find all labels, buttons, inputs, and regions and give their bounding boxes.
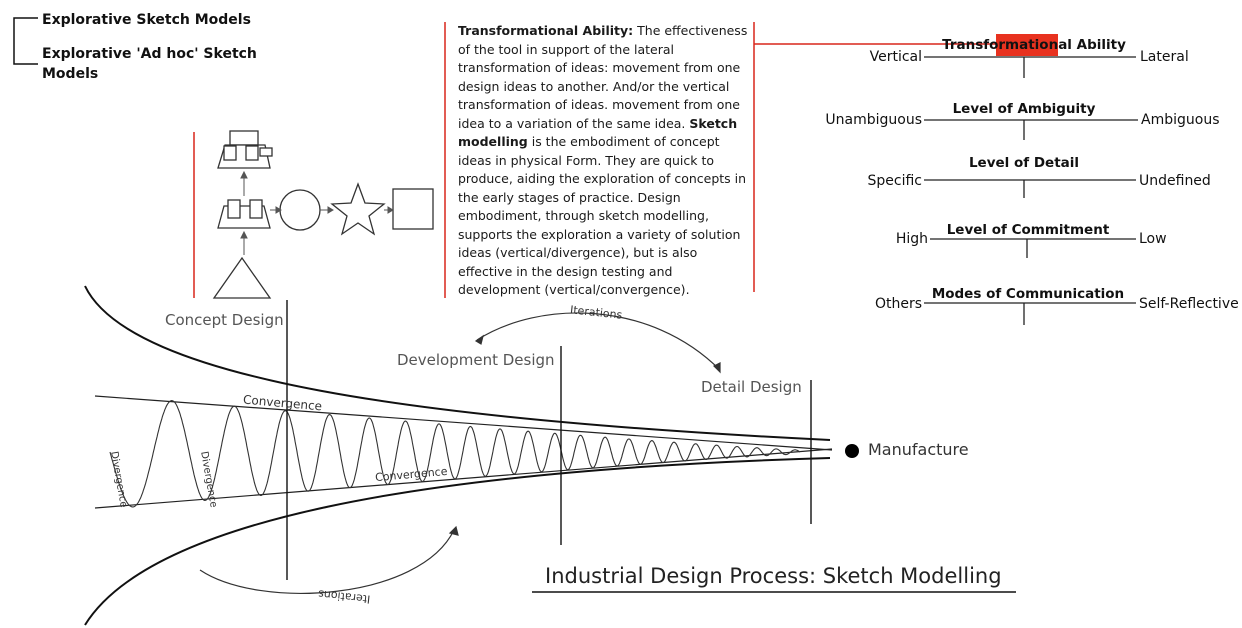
iteration-arc-bottom xyxy=(199,529,455,594)
scale-left-others: Others xyxy=(874,296,922,312)
shape-mid-box-a xyxy=(227,199,241,219)
label-manufacture: Manufacture xyxy=(868,440,969,459)
legend-item-adhoc: Explorative 'Ad hoc' Sketch Models xyxy=(42,44,257,84)
scale-left-vertical: Vertical xyxy=(869,49,922,65)
scale-right-undefined: Undefined xyxy=(1139,173,1211,189)
legend-bracket xyxy=(13,17,38,65)
sketch-shapes xyxy=(212,130,434,299)
highlight-marker xyxy=(996,34,1058,56)
convergence-lines xyxy=(94,395,833,509)
scale-title-commitment: Level of Commitment xyxy=(946,222,1110,238)
scale-right-ambiguous: Ambiguous xyxy=(1141,112,1220,128)
scale-left-high: High xyxy=(895,231,928,247)
iteration-arcs xyxy=(199,312,721,594)
label-detail-design: Detail Design xyxy=(701,378,802,396)
shape-top-box-b xyxy=(245,145,259,161)
label-concept-design: Concept Design xyxy=(165,311,284,329)
shape-star xyxy=(330,182,386,236)
shape-mid-box-b xyxy=(249,199,263,219)
iteration-spiral xyxy=(109,400,801,508)
scale-title-transformational: Transformational Ability xyxy=(942,37,1126,53)
scale-lines xyxy=(924,56,1138,325)
legend-item-explorative: Explorative Sketch Models xyxy=(42,12,251,28)
iteration-arc-top xyxy=(476,312,721,371)
funnel xyxy=(84,285,831,626)
label-development-design: Development Design xyxy=(397,351,555,369)
scale-right-selfreflective: Self-Reflective xyxy=(1139,296,1239,312)
arrow-head-bottom xyxy=(448,525,459,536)
funnel-upper-curve xyxy=(84,285,831,441)
scale-left-unambiguous: Unambiguous xyxy=(825,112,922,128)
scale-title-communication: Modes of Communication xyxy=(931,286,1125,302)
scale-title-detail: Level of Detail xyxy=(968,155,1080,171)
legend-item-adhoc-line1: Explorative 'Ad hoc' Sketch xyxy=(42,46,257,62)
diagram-title: Industrial Design Process: Sketch Modell… xyxy=(545,564,1002,588)
scale-left-specific: Specific xyxy=(867,173,923,189)
shape-top-nozzle xyxy=(259,147,273,157)
arrow-head-top xyxy=(712,362,721,374)
description-part2: is the embodiment of concept ideas in ph… xyxy=(458,134,747,297)
description-part1: The effectiveness of the tool in support… xyxy=(458,23,748,131)
scale-right-low: Low xyxy=(1139,231,1167,247)
stage-dividers xyxy=(286,300,812,580)
shape-top-cap xyxy=(229,130,259,146)
term-sketch-modelling: Sketch modelling xyxy=(458,115,738,150)
shape-arrows xyxy=(240,170,394,255)
manufacture-dot xyxy=(845,444,859,458)
shape-circle xyxy=(279,189,321,231)
shape-triangle xyxy=(212,256,272,299)
legend-item-adhoc-line2: Models xyxy=(42,66,99,82)
term-transformational-ability: Transformational Ability: xyxy=(458,23,634,38)
scale-right-lateral: Lateral xyxy=(1140,49,1189,65)
scale-title-ambiguity: Level of Ambiguity xyxy=(952,101,1096,117)
legend: Explorative Sketch Models Explorative 'A… xyxy=(42,10,257,84)
funnel-lower-curve xyxy=(84,457,831,626)
description-text: Transformational Ability: The effectiven… xyxy=(458,22,748,300)
shape-square xyxy=(392,188,434,230)
shape-top-box-a xyxy=(223,145,237,161)
